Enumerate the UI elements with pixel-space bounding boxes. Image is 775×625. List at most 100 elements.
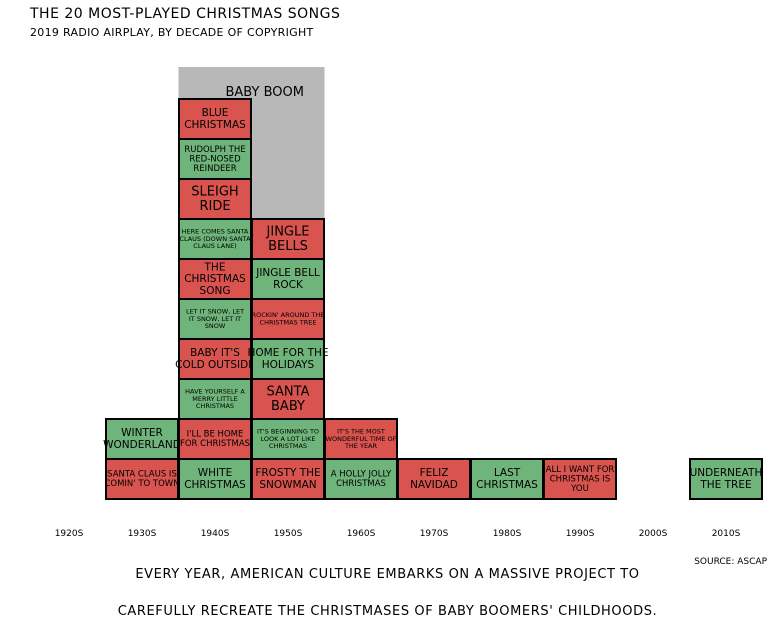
- song-label-line: CHRISTMAS TREE: [260, 319, 317, 327]
- song-label-line: RIDE: [199, 199, 230, 214]
- song-label-line: FOR CHRISTMAS: [180, 439, 250, 449]
- decade-tick-label: 1960S: [347, 529, 376, 539]
- decade-tick-label: 1980S: [493, 529, 522, 539]
- song-box-fill: [543, 458, 617, 500]
- decade-tick-label: 1970S: [420, 529, 449, 539]
- song-label-line: CHRISTMAS: [476, 479, 538, 491]
- decade-tick-label: 1940S: [201, 529, 230, 539]
- song-label-line: HOME FOR THE: [247, 347, 328, 359]
- song-label-line: MERRY LITTLE: [192, 395, 237, 403]
- song-label-line: NAVIDAD: [410, 479, 458, 491]
- caption-line-2: CAREFULLY RECREATE THE CHRISTMASES OF BA…: [117, 604, 658, 619]
- song-label-line: HERE COMES SANTA: [182, 228, 249, 236]
- song-label-line: CLAUS LANE): [193, 242, 236, 250]
- decade-tick-label: 2010S: [712, 529, 741, 539]
- song-label-line: LAST: [494, 467, 521, 479]
- song-box-fill: [324, 418, 398, 460]
- song-label-line: THE YEAR: [344, 442, 378, 450]
- song-label-line: ROCK: [273, 279, 304, 291]
- song-box-fill: [178, 138, 252, 180]
- song-label-line: WONDERLAND: [103, 439, 181, 451]
- song-label-line: HOLIDAYS: [262, 359, 315, 371]
- song-label-line: CHRISTMAS: [196, 402, 234, 410]
- song-box-fill: [178, 338, 252, 380]
- song-label-line: REINDEER: [193, 164, 236, 174]
- song-label-line: I'LL BE HOME: [187, 430, 244, 440]
- song-label-line: COMIN' TO TOWN: [104, 479, 179, 489]
- song-label-line: CHRISTMAS: [336, 479, 386, 489]
- song-label-line: IT'S THE MOST: [337, 428, 385, 436]
- song-label-line: ROCKIN' AROUND THE: [252, 311, 325, 319]
- song-label-line: JINGLE BELL: [255, 267, 320, 279]
- decade-tick-label: 1990S: [566, 529, 595, 539]
- song-label-line: RUDOLPH THE: [184, 145, 245, 155]
- song-label-line: SLEIGH: [191, 184, 238, 199]
- baby-boom-label: BABY BOOM: [226, 85, 304, 100]
- song-label-line: IT SNOW, LET IT: [189, 315, 241, 323]
- song-label-line: ALL I WANT FOR: [546, 465, 615, 475]
- song-label-line: THE TREE: [699, 479, 751, 491]
- song-label-line: IT'S BEGINNING TO: [257, 428, 319, 436]
- song-label-line: COLD OUTSIDE: [175, 359, 255, 371]
- song-label-line: BABY: [271, 399, 305, 414]
- song-label-line: BLUE: [202, 107, 229, 119]
- song-box-fill: [178, 178, 252, 220]
- song-label-line: YOU: [570, 484, 589, 494]
- song-box-fill: [178, 418, 252, 460]
- decade-tick-label: 1930S: [128, 529, 157, 539]
- song-label-line: A HOLLY JOLLY: [331, 470, 392, 480]
- chart-title: THE 20 MOST-PLAYED CHRISTMAS SONGS: [30, 6, 341, 22]
- song-label-line: LOOK A LOT LIKE: [261, 435, 316, 443]
- song-label-line: SANTA: [267, 384, 310, 399]
- song-label-line: SONG: [200, 285, 231, 297]
- song-label-line: JINGLE: [266, 224, 310, 239]
- chart-subtitle: 2019 RADIO AIRPLAY, BY DECADE OF COPYRIG…: [30, 26, 314, 39]
- song-label-line: BELLS: [268, 239, 308, 254]
- song-label-line: WHITE: [198, 467, 232, 479]
- song-box-fill: [251, 218, 325, 260]
- decade-tick-label: 1950S: [274, 529, 303, 539]
- song-box-fill: [251, 258, 325, 300]
- song-label-line: CHRISTMAS: [184, 479, 246, 491]
- song-box-fill: [251, 338, 325, 380]
- song-box-fill: [689, 458, 763, 500]
